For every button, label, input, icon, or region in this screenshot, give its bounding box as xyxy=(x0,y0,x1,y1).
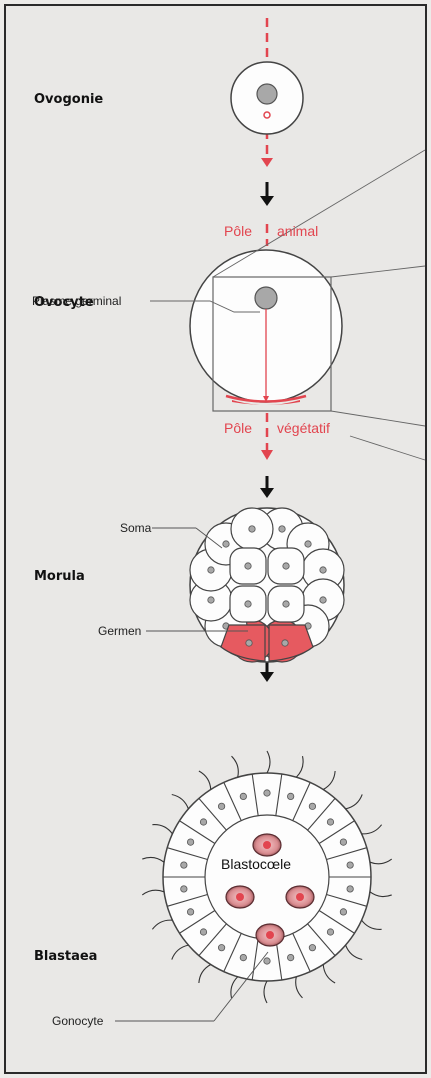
cell-nucleus xyxy=(181,862,187,868)
cell-nucleus xyxy=(264,958,270,964)
cell-nucleus xyxy=(340,909,346,915)
gonocyte-nucleus xyxy=(263,841,271,849)
cell-nucleus xyxy=(264,790,270,796)
cell-nucleus xyxy=(208,567,214,573)
cell-nucleus xyxy=(218,803,224,809)
cilium xyxy=(152,920,172,929)
cell-nucleus xyxy=(320,567,326,573)
cilium xyxy=(232,756,239,777)
cilium xyxy=(199,964,211,983)
cilium xyxy=(370,892,392,897)
stage-label-blastaea: Blastaea xyxy=(34,949,97,964)
cilium xyxy=(362,825,382,834)
pole-animal-label-a: Pôle xyxy=(224,223,252,239)
stage-label-morula: Morula xyxy=(34,569,85,584)
germen-cell xyxy=(269,625,313,661)
cell-nucleus xyxy=(200,819,206,825)
cilium xyxy=(172,945,189,959)
cell-nucleus xyxy=(305,541,311,547)
cell-nucleus xyxy=(249,526,255,532)
germen-cell xyxy=(221,625,265,661)
cell-nucleus xyxy=(287,954,293,960)
cell-nucleus xyxy=(200,929,206,935)
cell-nucleus xyxy=(240,954,246,960)
gonocyte-nucleus xyxy=(236,893,244,901)
germen-label: Germen xyxy=(98,624,141,638)
cell-nucleus xyxy=(218,944,224,950)
cell-nucleus xyxy=(327,819,333,825)
gonocyte-nucleus xyxy=(266,931,274,939)
cell-nucleus xyxy=(347,862,353,868)
cell-nucleus xyxy=(223,541,229,547)
cell-nucleus xyxy=(279,526,285,532)
blastaea-embryo xyxy=(142,751,391,1003)
cilium xyxy=(323,964,335,983)
blastocoele-label: Blastocœle xyxy=(221,856,291,872)
cilium xyxy=(264,981,267,1003)
cell-nucleus xyxy=(208,597,214,603)
cell-nucleus xyxy=(181,886,187,892)
cell-nucleus xyxy=(245,601,251,607)
cell-nucleus xyxy=(327,929,333,935)
cilium xyxy=(296,756,303,777)
cell-nucleus xyxy=(283,563,289,569)
cell-nucleus xyxy=(287,793,293,799)
cilium xyxy=(142,890,164,895)
pole-animal-label-b: animal xyxy=(277,223,318,239)
cell-nucleus xyxy=(187,839,193,845)
cilium xyxy=(142,857,164,862)
cell-nucleus xyxy=(347,886,353,892)
cell-nucleus xyxy=(320,597,326,603)
cell-nucleus xyxy=(309,803,315,809)
cell-nucleus xyxy=(187,909,193,915)
cilium xyxy=(323,771,335,790)
cell-nucleus xyxy=(246,640,252,646)
cilium xyxy=(267,751,270,773)
cilium xyxy=(296,977,303,998)
gonocyte-label: Gonocyte xyxy=(52,1014,104,1028)
cilium xyxy=(346,794,363,808)
cell-nucleus xyxy=(282,640,288,646)
cilium xyxy=(362,920,382,929)
cilium xyxy=(172,794,189,808)
morula-cells xyxy=(190,508,344,662)
cilium xyxy=(152,825,172,834)
ovogonie-cell xyxy=(231,62,303,134)
cell-nucleus xyxy=(245,563,251,569)
cell-nucleus xyxy=(240,793,246,799)
stage-label-ovogonie: Ovogonie xyxy=(34,92,103,107)
cell-nucleus xyxy=(309,944,315,950)
pole-vegetatif-label-b: végétatif xyxy=(277,420,330,436)
gonocyte-nucleus xyxy=(296,893,304,901)
plasme-germinal-label: Plasme germinal xyxy=(32,294,121,308)
cilium xyxy=(199,771,211,790)
cilium xyxy=(370,859,392,864)
cilium xyxy=(346,945,363,959)
pole-vegetatif-label-a: Pôle xyxy=(224,420,252,436)
soma-label: Soma xyxy=(120,521,152,535)
cell-nucleus xyxy=(283,601,289,607)
cell-nucleus xyxy=(340,839,346,845)
